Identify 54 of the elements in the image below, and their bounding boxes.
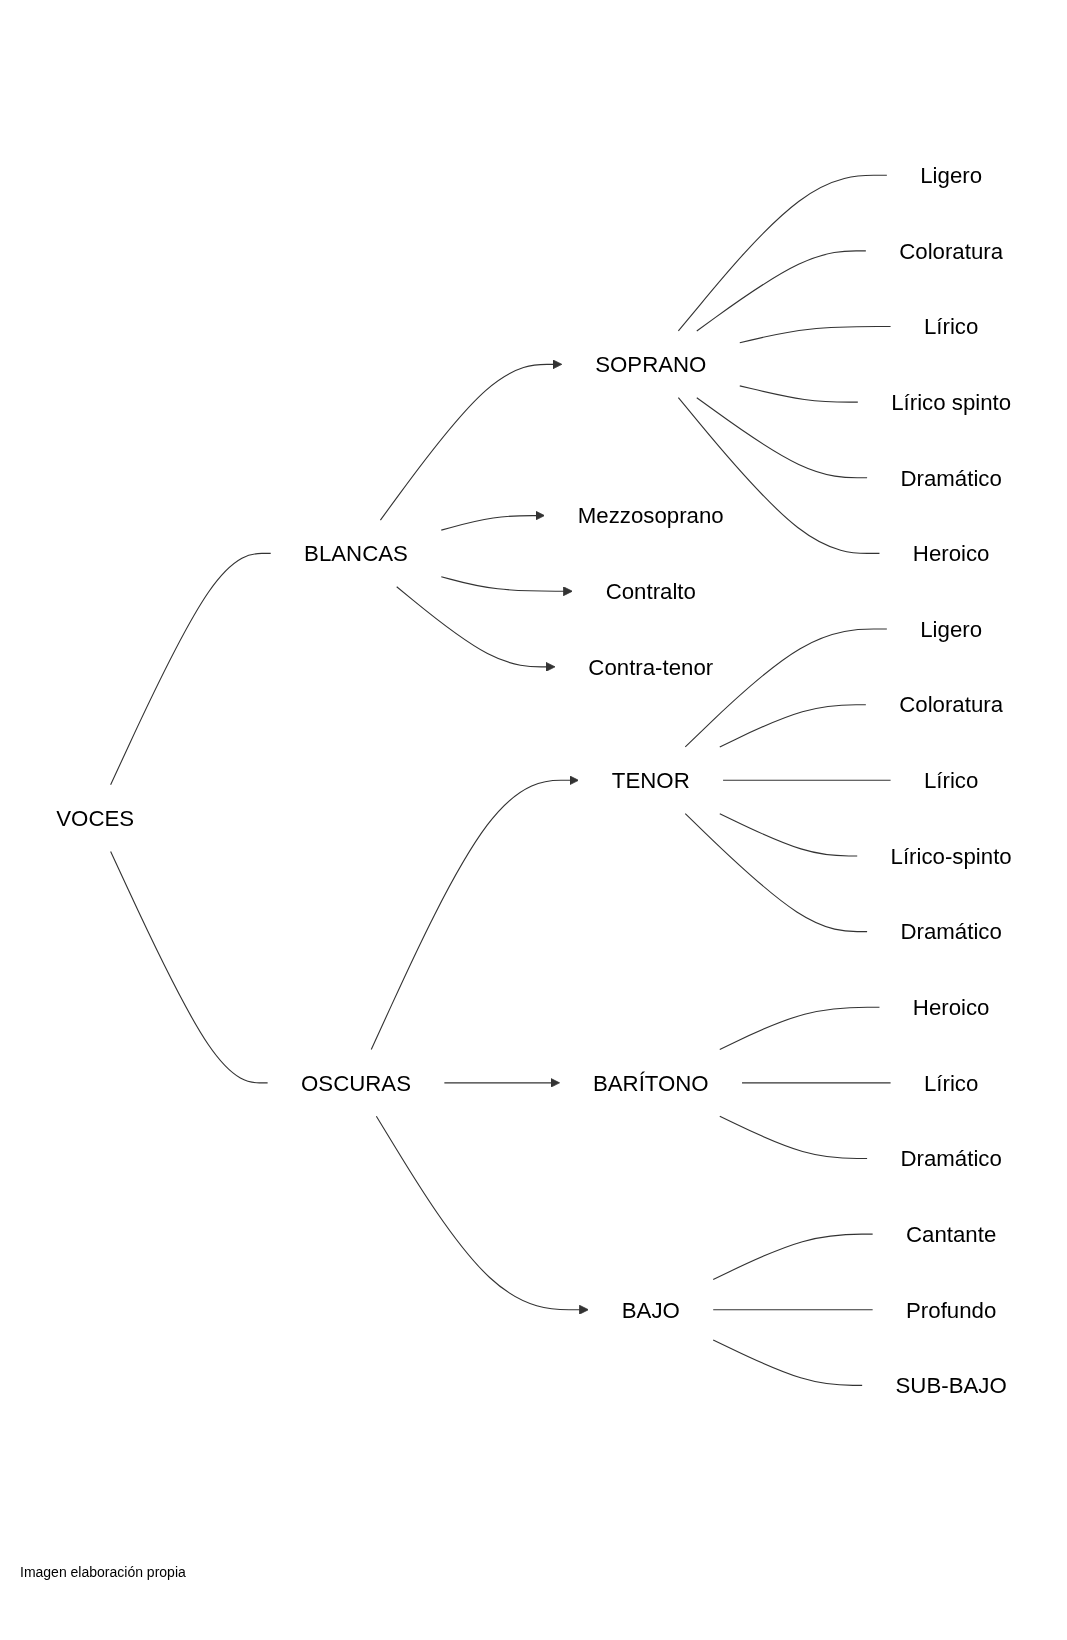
node-text: SOPRANO <box>594 351 706 377</box>
node-text: Cantante <box>905 1221 996 1247</box>
connector <box>677 396 880 554</box>
node-text: Coloratura <box>898 238 1003 263</box>
connector <box>722 779 891 781</box>
connector <box>738 325 891 344</box>
node-text: Lírico spinto <box>890 389 1011 415</box>
node-text: OSCURAS <box>300 1070 411 1095</box>
node-text: Heroico <box>912 540 989 566</box>
connector <box>738 385 858 403</box>
connector <box>718 1115 868 1159</box>
connector <box>695 250 866 332</box>
connector <box>684 628 887 748</box>
node-text: Dramático <box>899 919 1002 944</box>
node-text: Coloratura <box>898 692 1003 717</box>
node-text: Mezzosoprano <box>577 503 724 528</box>
connector <box>684 812 868 932</box>
node-text: Dramático <box>899 1145 1002 1171</box>
connector <box>712 1308 873 1310</box>
node-text: Lírico <box>923 1070 978 1095</box>
connector <box>718 1006 880 1050</box>
node-text: Ligero <box>919 162 982 188</box>
node-text: TENOR <box>611 767 690 793</box>
node-text: BLANCAS <box>303 540 408 566</box>
node-text: Lírico <box>923 767 978 793</box>
node-text: Contra-tenor <box>587 654 713 679</box>
connector <box>677 174 887 332</box>
arrow <box>440 575 573 596</box>
connector <box>109 850 268 1084</box>
connector <box>718 812 858 857</box>
node-text: Heroico <box>912 994 989 1020</box>
connector <box>712 1339 863 1386</box>
caption: Imagen elaboración propia <box>20 1564 186 1580</box>
connector <box>741 1081 891 1084</box>
arrow <box>375 1115 589 1315</box>
node-text: SUB-BAJO <box>895 1372 1007 1398</box>
node-text: Lírico <box>923 313 978 339</box>
node-text: Dramático <box>899 465 1002 490</box>
node-text: Contralto <box>605 578 696 604</box>
arrow <box>440 510 545 531</box>
arrow <box>370 775 579 1050</box>
node-text: Ligero <box>919 616 982 641</box>
connector <box>695 396 868 479</box>
connector <box>718 703 866 748</box>
node-text: BARÍTONO <box>592 1070 709 1095</box>
arrow <box>379 359 562 521</box>
arrow <box>443 1077 560 1088</box>
node-text: Lírico-spinto <box>890 843 1012 868</box>
node-text: Profundo <box>905 1297 996 1322</box>
connector <box>712 1233 873 1280</box>
arrow <box>395 585 555 672</box>
node-text: VOCES <box>55 805 134 831</box>
node-text: BAJO <box>621 1297 680 1322</box>
connector <box>109 552 271 785</box>
